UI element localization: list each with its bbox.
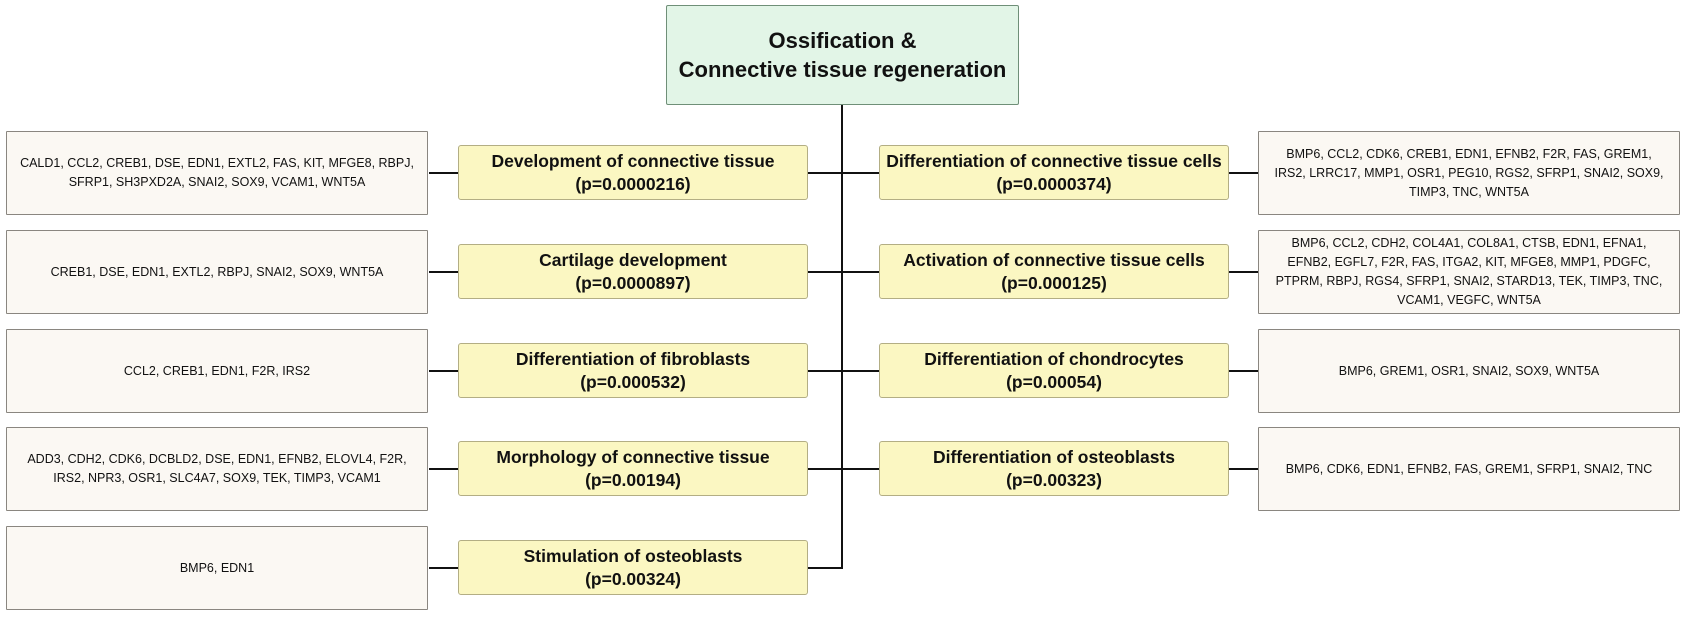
gene-link-right-4 bbox=[1229, 468, 1258, 470]
gene-list: BMP6, CCL2, CDH2, COL4A1, COL8A1, CTSB, … bbox=[1275, 236, 1663, 307]
gene-box-left-1: CALD1, CCL2, CREB1, DSE, EDN1, EXTL2, FA… bbox=[6, 131, 428, 215]
gene-box-right-4: BMP6, CDK6, EDN1, EFNB2, FAS, GREM1, SFR… bbox=[1258, 427, 1680, 511]
gene-box-left-3: CCL2, CREB1, EDN1, F2R, IRS2 bbox=[6, 329, 428, 413]
connector-left-2 bbox=[808, 271, 843, 273]
gene-list: CREB1, DSE, EDN1, EXTL2, RBPJ, SNAI2, SO… bbox=[50, 264, 384, 279]
gene-list: CCL2, CREB1, EDN1, F2R, IRS2 bbox=[123, 363, 311, 378]
category-left-4: Morphology of connective tissue (p=0.001… bbox=[458, 441, 808, 496]
gene-link-right-3 bbox=[1229, 370, 1258, 372]
category-pvalue: (p=0.0000897) bbox=[575, 272, 691, 293]
category-right-2: Activation of connective tissue cells (p… bbox=[879, 244, 1229, 299]
gene-list: BMP6, CCL2, CDK6, CREB1, EDN1, EFNB2, F2… bbox=[1274, 146, 1664, 199]
category-title: Differentiation of osteoblasts bbox=[932, 446, 1176, 467]
gene-box-right-2: BMP6, CCL2, CDH2, COL4A1, COL8A1, CTSB, … bbox=[1258, 230, 1680, 314]
gene-link-left-5 bbox=[429, 567, 458, 569]
category-title: Morphology of connective tissue bbox=[496, 446, 770, 467]
gene-link-left-4 bbox=[429, 468, 458, 470]
gene-link-right-2 bbox=[1229, 271, 1258, 273]
trunk-line bbox=[841, 105, 843, 568]
connector-left-1 bbox=[808, 172, 843, 174]
category-left-1: Development of connective tissue (p=0.00… bbox=[458, 145, 808, 200]
category-title: Differentiation of chondrocytes bbox=[924, 348, 1184, 369]
gene-list: BMP6, GREM1, OSR1, SNAI2, SOX9, WNT5A bbox=[1338, 363, 1600, 378]
category-left-2: Cartilage development (p=0.0000897) bbox=[458, 244, 808, 299]
connector-right-2 bbox=[841, 271, 879, 273]
category-title: Differentiation of fibroblasts bbox=[515, 348, 751, 369]
gene-box-left-4: ADD3, CDH2, CDK6, DCBLD2, DSE, EDN1, EFN… bbox=[6, 427, 428, 511]
gene-link-left-1 bbox=[429, 172, 458, 174]
category-title: Differentiation of connective tissue cel… bbox=[886, 150, 1222, 171]
category-right-3: Differentiation of chondrocytes (p=0.000… bbox=[879, 343, 1229, 398]
category-pvalue: (p=0.000125) bbox=[1001, 272, 1107, 293]
category-right-4: Differentiation of osteoblasts (p=0.0032… bbox=[879, 441, 1229, 496]
category-title: Stimulation of osteoblasts bbox=[523, 545, 743, 566]
gene-link-left-2 bbox=[429, 271, 458, 273]
category-right-1: Differentiation of connective tissue cel… bbox=[879, 145, 1229, 200]
category-pvalue: (p=0.0000374) bbox=[996, 173, 1112, 194]
category-left-5: Stimulation of osteoblasts (p=0.00324) bbox=[458, 540, 808, 595]
category-left-3: Differentiation of fibroblasts (p=0.0005… bbox=[458, 343, 808, 398]
category-pvalue: (p=0.00194) bbox=[585, 469, 681, 490]
connector-left-3 bbox=[808, 370, 843, 372]
gene-box-right-1: BMP6, CCL2, CDK6, CREB1, EDN1, EFNB2, F2… bbox=[1258, 131, 1680, 215]
category-pvalue: (p=0.000532) bbox=[580, 371, 686, 392]
gene-box-left-5: BMP6, EDN1 bbox=[6, 526, 428, 610]
gene-box-left-2: CREB1, DSE, EDN1, EXTL2, RBPJ, SNAI2, SO… bbox=[6, 230, 428, 314]
root-node: Ossification & Connective tissue regener… bbox=[666, 5, 1019, 105]
category-pvalue: (p=0.00323) bbox=[1006, 469, 1102, 490]
connector-right-4 bbox=[841, 468, 879, 470]
gene-list: CALD1, CCL2, CREB1, DSE, EDN1, EXTL2, FA… bbox=[20, 156, 414, 189]
gene-link-left-3 bbox=[429, 370, 458, 372]
gene-box-right-3: BMP6, GREM1, OSR1, SNAI2, SOX9, WNT5A bbox=[1258, 329, 1680, 413]
category-pvalue: (p=0.00054) bbox=[1006, 371, 1102, 392]
category-title: Cartilage development bbox=[539, 249, 727, 270]
gene-list: BMP6, EDN1 bbox=[179, 560, 255, 575]
gene-list: ADD3, CDH2, CDK6, DCBLD2, DSE, EDN1, EFN… bbox=[27, 452, 407, 485]
gene-list: BMP6, CDK6, EDN1, EFNB2, FAS, GREM1, SFR… bbox=[1285, 461, 1653, 476]
connector-left-4 bbox=[808, 468, 843, 470]
gene-link-right-1 bbox=[1229, 172, 1258, 174]
category-title: Activation of connective tissue cells bbox=[903, 249, 1205, 270]
category-title: Development of connective tissue bbox=[491, 150, 775, 171]
connector-right-3 bbox=[841, 370, 879, 372]
root-title-line-2: Connective tissue regeneration bbox=[678, 57, 1007, 82]
connector-left-5 bbox=[808, 567, 843, 569]
root-title-line-1: Ossification & bbox=[768, 28, 917, 53]
category-pvalue: (p=0.0000216) bbox=[575, 173, 691, 194]
category-pvalue: (p=0.00324) bbox=[585, 568, 681, 589]
connector-right-1 bbox=[841, 172, 879, 174]
